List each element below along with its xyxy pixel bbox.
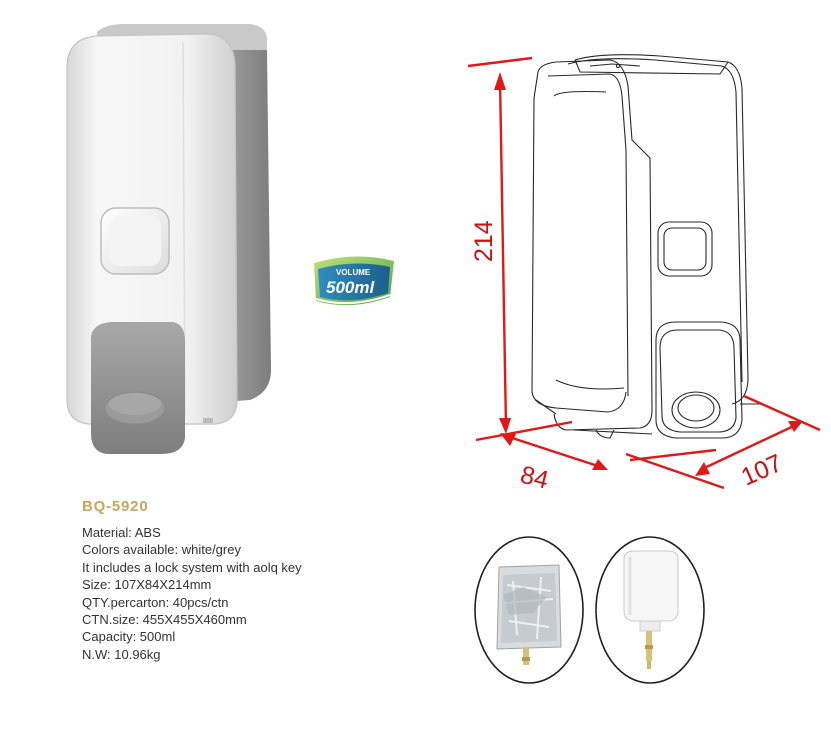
spec-size: Size: 107X84X214mm — [82, 577, 212, 593]
spec-carton-size: CTN.size: 455X455X460mm — [82, 612, 247, 628]
badge-capacity-label: 500ml — [326, 278, 375, 297]
spec-material: Material: ABS — [82, 525, 161, 540]
dispenser-outline — [531, 54, 760, 439]
refill-bottle-image — [595, 536, 705, 684]
dimension-arrows — [494, 72, 803, 476]
spec-lock: It includes a lock system with aolq key — [82, 559, 302, 575]
depth-dimension-label: 84 — [518, 461, 552, 495]
spec-colors: Colors available: white/grey — [82, 542, 241, 558]
spec-list: Material: ABS Colors available: white/gr… — [82, 524, 302, 663]
spec-net-weight: N.W: 10.96kg — [82, 646, 161, 662]
badge-volume-label: VOLUME — [336, 268, 371, 277]
refill-bag-image — [474, 536, 584, 684]
volume-badge: VOLUME 500ml — [314, 256, 394, 306]
dimension-lines — [467, 56, 821, 490]
spec-capacity: Capacity: 500ml — [82, 629, 176, 645]
product-photo — [45, 20, 275, 460]
dimension-drawing: 214 84 107 — [467, 54, 821, 495]
height-dimension-label: 214 — [470, 220, 498, 262]
model-number: BQ-5920 — [82, 498, 149, 515]
spec-qty: QTY.percarton: 40pcs/ctn — [82, 594, 229, 610]
width-dimension-label: 107 — [737, 449, 787, 492]
